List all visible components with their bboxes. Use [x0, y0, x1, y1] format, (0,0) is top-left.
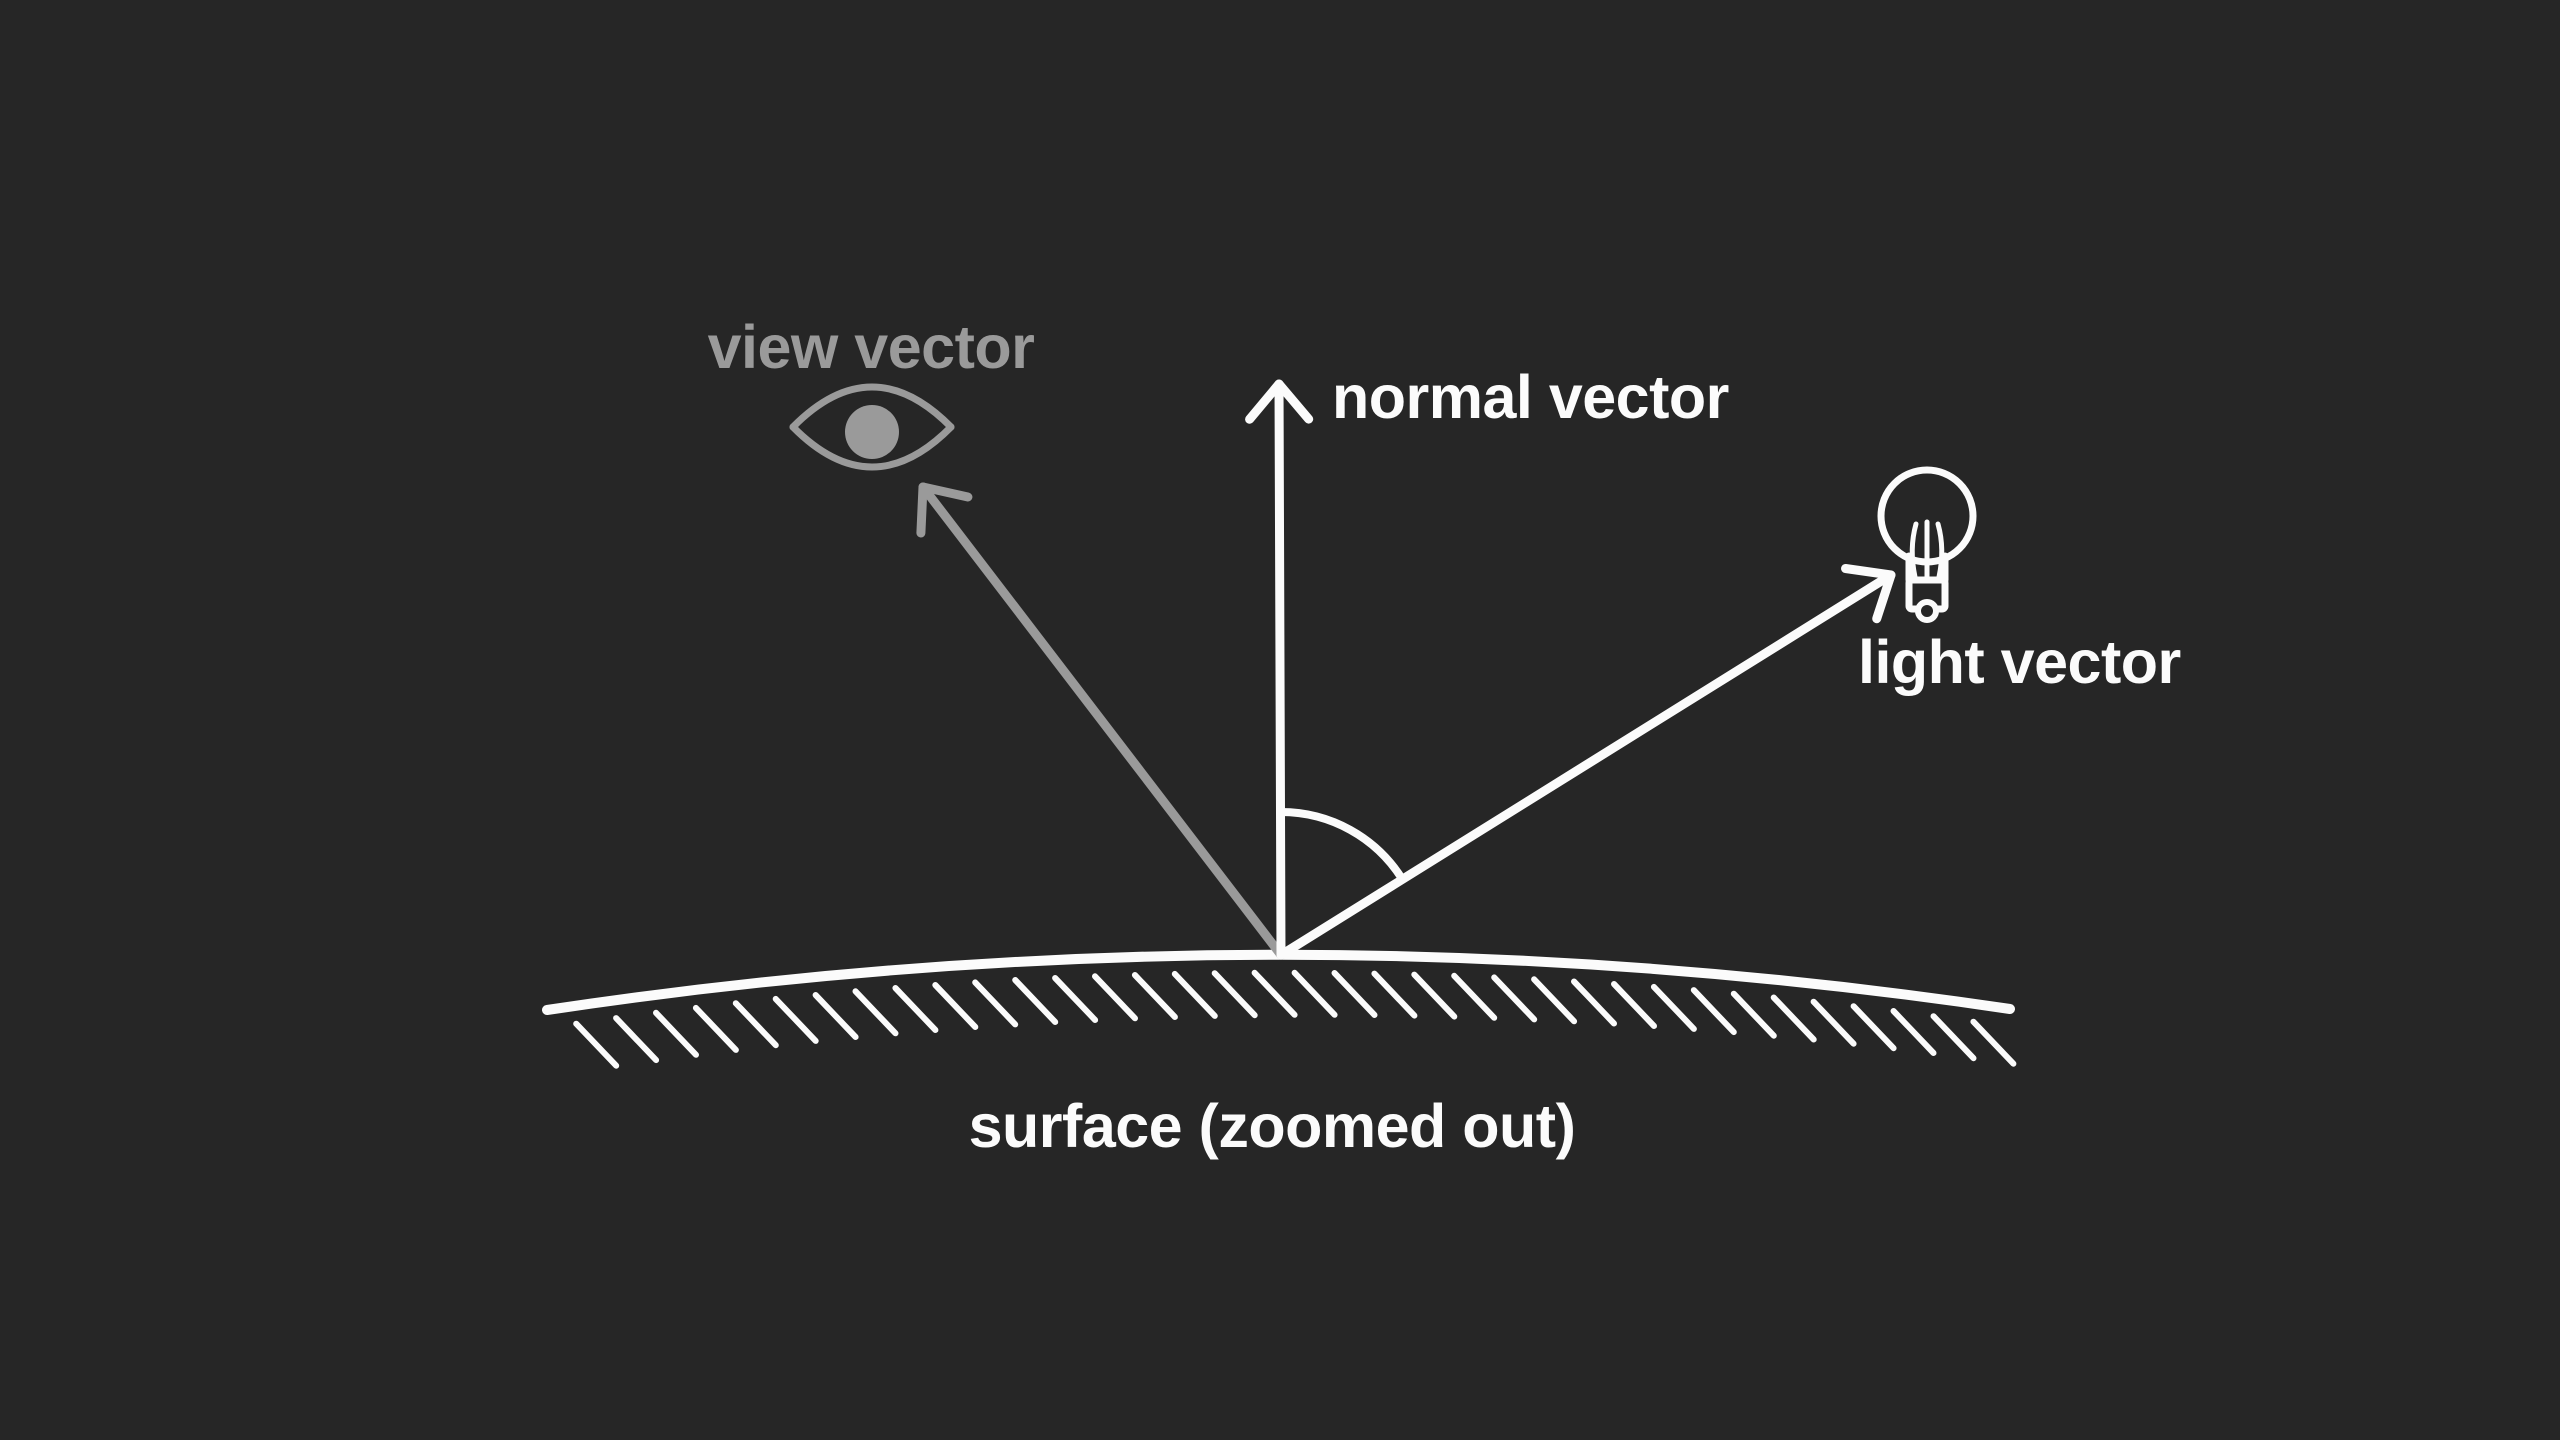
hatch-tick — [1211, 970, 1258, 1019]
hatch-tick — [653, 1009, 699, 1058]
hatch-tick — [1251, 969, 1298, 1018]
view-vector-shaft — [918, 482, 1286, 960]
light-vector-arrow — [1276, 564, 1896, 960]
view-vector-arrowhead — [916, 482, 973, 538]
hatch-tick — [732, 1000, 779, 1049]
surface-group — [542, 949, 2017, 1069]
hatch-tick — [1571, 978, 1617, 1027]
eye-icon — [789, 383, 955, 471]
hatch-tick — [1491, 974, 1538, 1023]
hatch-tick — [1331, 970, 1378, 1018]
hatch-tick — [972, 979, 1019, 1028]
view-vector-arrow — [916, 482, 1286, 960]
eye-lower-lid — [789, 423, 955, 471]
hatch-tick — [573, 1020, 620, 1069]
hatch-tick — [1970, 1018, 2017, 1067]
view-vector-label: view vector — [708, 313, 1035, 381]
normal-vector-arrowhead — [1245, 379, 1314, 424]
eye-pupil — [845, 405, 899, 459]
hatch-tick — [772, 995, 819, 1044]
surface-hatching — [573, 969, 2017, 1069]
hatch-tick — [1371, 970, 1418, 1019]
hatch-tick — [1770, 994, 1817, 1043]
bulb-contact — [1915, 599, 1939, 623]
light-vector-label: light vector — [1858, 628, 2181, 696]
hatch-tick — [1650, 983, 1697, 1032]
hatch-tick — [1291, 969, 1338, 1018]
hatch-tick — [1012, 977, 1059, 1025]
angle-arc — [1276, 807, 1407, 884]
bulb-filament-right — [1935, 521, 1945, 580]
hatch-tick — [1850, 1003, 1897, 1052]
hatch-tick — [1171, 970, 1218, 1019]
hatch-tick — [1451, 972, 1498, 1021]
hatch-tick — [1531, 976, 1578, 1025]
hatch-tick — [1411, 971, 1458, 1020]
surface-label: surface (zoomed out) — [969, 1092, 1576, 1160]
normal-vector-shaft — [1274, 379, 1286, 960]
normal-vector-arrow — [1245, 379, 1314, 960]
hatch-tick — [1690, 987, 1737, 1036]
hatch-tick — [1730, 990, 1777, 1039]
hatch-tick — [613, 1015, 660, 1064]
hatch-tick — [1092, 973, 1138, 1022]
hatch-tick — [1810, 998, 1857, 1047]
bulb-filament-left — [1909, 521, 1919, 580]
hatch-tick — [852, 988, 899, 1037]
hatch-tick — [1890, 1008, 1937, 1056]
eye-upper-lid — [789, 383, 955, 431]
hatch-tick — [1611, 981, 1657, 1029]
hatch-tick — [1131, 972, 1178, 1020]
normal-vector-label: normal vector — [1332, 363, 1729, 431]
hatch-tick — [1930, 1013, 1977, 1062]
hatch-tick — [812, 992, 859, 1040]
hatch-tick — [932, 982, 979, 1030]
hatch-tick — [892, 985, 939, 1033]
light-bulb-icon — [1877, 466, 1977, 623]
light-vector-arrowhead — [1841, 564, 1896, 624]
light-vector-shaft — [1276, 570, 1896, 960]
hatch-tick — [1052, 975, 1099, 1023]
hatch-tick — [692, 1004, 739, 1053]
